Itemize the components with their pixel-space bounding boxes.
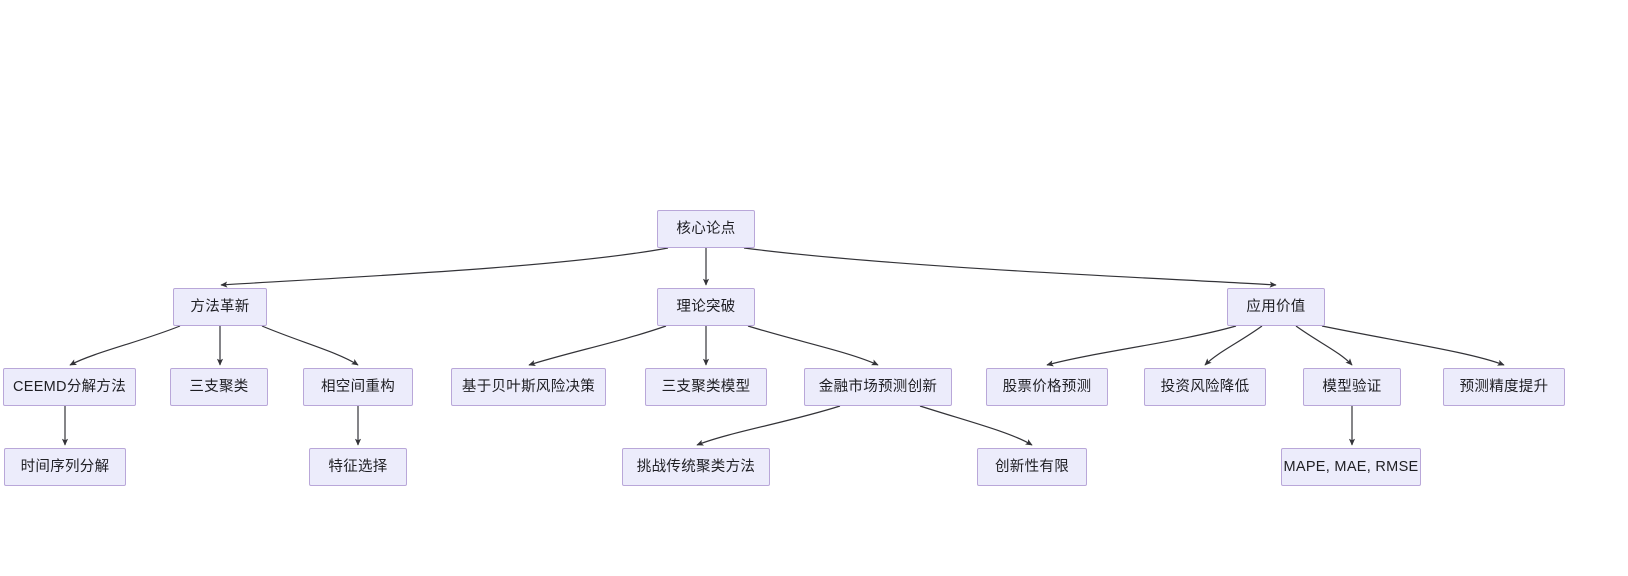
node-label: 创新性有限 [995,458,1069,475]
node-label: 理论突破 [676,298,736,315]
edge-n9-to-n17 [919,405,1033,446]
node-n4[interactable]: CEEMD分解方法 [3,368,136,406]
edge-n3-to-n10 [1046,325,1237,367]
node-label: 方法革新 [190,298,250,315]
edge-n0-to-n1 [220,247,669,288]
node-n16[interactable]: 挑战传统聚类方法 [622,448,770,486]
node-n7[interactable]: 基于贝叶斯风险决策 [451,368,606,406]
node-n11[interactable]: 投资风险降低 [1144,368,1266,406]
node-label: 相空间重构 [321,378,395,395]
edge-n3-to-n12 [1295,325,1353,366]
node-n8[interactable]: 三支聚类模型 [645,368,767,406]
node-label: MAPE, MAE, RMSE [1283,458,1419,475]
edge-n3-to-n13 [1321,325,1505,366]
node-n9[interactable]: 金融市场预测创新 [804,368,952,406]
node-label: 金融市场预测创新 [818,378,938,395]
node-label: 核心论点 [676,220,736,237]
node-n17[interactable]: 创新性有限 [977,448,1087,486]
node-label: 特征选择 [328,458,388,475]
edge-n2-to-n7 [528,325,667,367]
node-n14[interactable]: 时间序列分解 [4,448,126,486]
edge-n1-to-n6 [261,325,359,366]
edge-n9-to-n16 [696,405,841,446]
node-label: 三支聚类模型 [661,378,751,395]
connector-edges [61,247,1505,446]
node-n3[interactable]: 应用价值 [1227,288,1325,326]
node-n6[interactable]: 相空间重构 [303,368,413,406]
node-n5[interactable]: 三支聚类 [170,368,268,406]
node-label: 应用价值 [1246,298,1306,315]
node-label: 三支聚类 [189,378,249,395]
node-label: 挑战传统聚类方法 [636,458,756,475]
node-n18[interactable]: MAPE, MAE, RMSE [1281,448,1421,486]
edge-n2-to-n9 [747,325,879,366]
node-n13[interactable]: 预测精度提升 [1443,368,1565,406]
node-n12[interactable]: 模型验证 [1303,368,1401,406]
node-label: 基于贝叶斯风险决策 [461,378,596,395]
node-n1[interactable]: 方法革新 [173,288,267,326]
edge-n0-to-n3 [743,247,1277,288]
node-label: 投资风险降低 [1160,378,1250,395]
node-n2[interactable]: 理论突破 [657,288,755,326]
node-n0[interactable]: 核心论点 [657,210,755,248]
edge-n1-to-n4 [69,325,181,366]
node-n10[interactable]: 股票价格预测 [986,368,1108,406]
node-label: 预测精度提升 [1459,378,1549,395]
node-label: 股票价格预测 [1002,378,1092,395]
node-label: CEEMD分解方法 [12,378,127,395]
node-n15[interactable]: 特征选择 [309,448,407,486]
node-label: 模型验证 [1322,378,1382,395]
edge-n3-to-n11 [1204,325,1263,366]
node-label: 时间序列分解 [20,458,110,475]
